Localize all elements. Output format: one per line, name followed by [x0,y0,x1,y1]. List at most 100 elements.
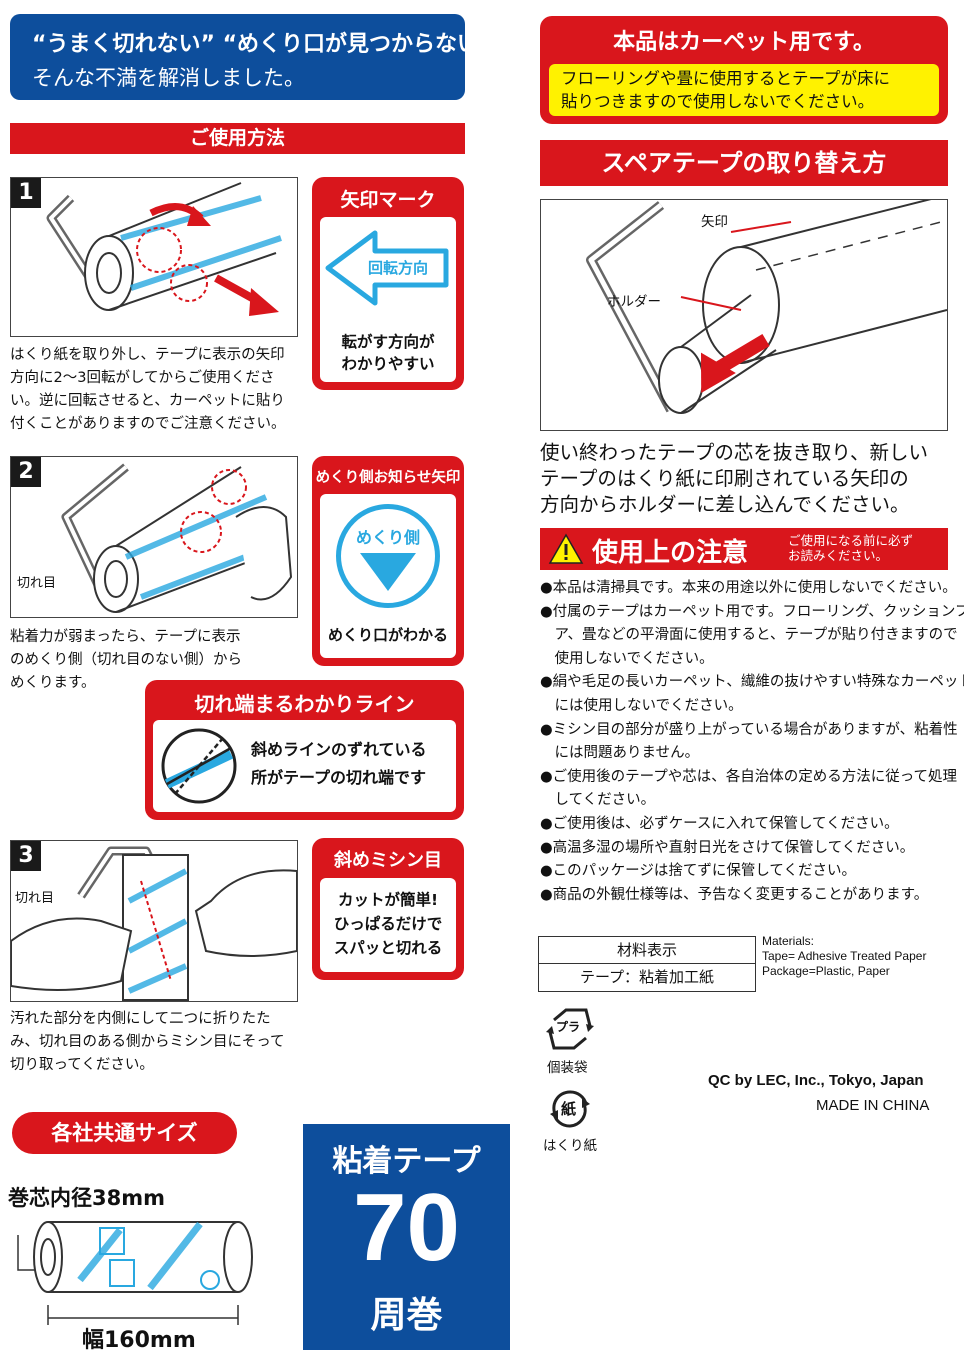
tape-length-number: 70 [353,1174,460,1281]
cut-line-title: 切れ端まるわかりライン [194,692,415,716]
arrow-label: 矢印 [701,214,728,230]
caution-item-line: してください。 [540,792,656,809]
maker-line-2: MADE IN CHINA [816,1097,930,1114]
description-line: 付くことがありますのでご注意ください。 [10,416,286,432]
materials-value: テープ：粘着加工紙 [579,968,715,986]
callout-title: 矢印マーク [340,189,436,211]
callout-text: めくり口がわかる [327,626,448,644]
size-badge: 各社共通サイズ [12,1112,237,1154]
plastic-mark-text: プラ [556,1020,581,1034]
carpet-notice-title: 本品はカーペット用です。 [613,30,875,55]
cut-line-text-line: 斜めラインのずれている [251,740,427,759]
width-label: 幅160mm [82,1328,196,1353]
caution-item-line: ●ミシン目の部分が盛り上がっている場合がありますが、粘着性 [540,721,958,738]
callout-line: わかりやすい [341,355,435,373]
caution-item: ●ご使用後のテープや芯は、各自治体の定める方法に従って処理 してください。 [540,766,964,813]
step-2-description: 粘着力が弱まったら、テープに表示 のめくり側（切れ目のない側）から めくります。 [10,626,242,695]
step-number: 2 [11,457,41,487]
paper-recycle-icon [550,1090,590,1128]
rotation-arrow-icon [325,230,449,306]
callout-title: めくり側お知らせ矢印 [315,470,461,486]
description-line: はくり紙を取り外し、テープに表示の矢印 [10,347,285,363]
caution-item-line: ●本品は清掃具です。本来の用途以外に使用しないでください。 [540,580,957,596]
caution-item: ●絹や毛足の長いカーペット、繊維の抜けやすい特殊なカーペット には使用しないでく… [540,671,964,718]
peel-illustration [61,463,293,613]
step-3-illustration: 3 切れ目 [10,840,298,1002]
callout-text: 転がす方向が わかりやすい [320,331,456,375]
materials-english: Materials: Tape= Adhesive Treated Paper … [762,934,926,979]
carpet-notice-line: フローリングや畳に使用するとテープが床に [561,69,891,88]
rotation-label: 回転方向 [368,259,429,277]
tape-label: 粘着テープ [332,1144,481,1179]
paper-mark-text: 紙 [561,1100,577,1118]
down-triangle-icon [360,553,416,591]
caution-item: ●このパッケージは捨てずに保管してください。 [540,860,964,884]
cut-line-text: 斜めラインのずれている 所がテープの切れ端です [251,736,427,792]
description-line: めくります。 [10,675,96,691]
description-line: のめくり側（切れ目のない側）から [10,652,242,668]
step-number: 1 [11,178,41,208]
caution-item-line: ●絹や毛足の長いカーペット、繊維の抜けやすい特殊なカーペット [540,674,964,691]
replace-text-line: 使い終わったテープの芯を抜き取り、新しい [540,441,929,464]
caution-item-line: ●付属のテープはカーペット用です。フローリング、クッションフロ [540,603,964,620]
callout-text: カットが簡単! ひっぱるだけで スパッと切れる [320,888,456,960]
callout-line: 転がす方向が [341,333,435,351]
description-line: み、切れ目のある側からミシン目にそって [10,1034,285,1050]
callout-line: スパッと切れる [333,939,443,957]
tear-illustration [11,846,297,1001]
warning-icon [548,533,584,564]
step-number: 3 [11,841,41,871]
usage-title: ご使用方法 [10,123,465,154]
callout-line: カットが簡単! [337,891,439,909]
step-1-description: はくり紙を取り外し、テープに表示の矢印 方向に2～3回転がしてからご使用くださ … [10,344,286,436]
caution-subtitle: ご使用になる前に必ず お読みください。 [788,533,913,563]
caution-item: ●高温多湿の場所や直射日光をさけて保管してください。 [540,837,964,861]
caution-item: ●ご使用後は、必ずケースに入れて保管してください。 [540,813,964,837]
materials-table: 材料表示 テープ：粘着加工紙 [538,936,756,992]
carpet-notice-line: 貼りつきますので使用しないでください。 [561,92,875,111]
arrow-mark-callout: 矢印マーク 回転方向 転がす方向が わかりやすい [312,177,464,390]
caution-item-line: ●ご使用後は、必ずケースに入れて保管してください。 [540,815,899,832]
materials-header: 材料表示 [539,937,755,964]
paper-label: はくり紙 [543,1138,597,1154]
caution-item: ●付属のテープはカーペット用です。フローリング、クッションフロ ア、畳などの平滑… [540,601,964,672]
cut-label: 切れ目 [15,891,55,906]
replace-text-line: 方向からホルダーに差し込んでください。 [540,493,910,516]
caution-item: ●ミシン目の部分が盛り上がっている場合がありますが、粘着性 には問題ありません。 [540,719,964,766]
caution-item-line: には問題ありません。 [540,745,700,762]
caution-item-line: 使用しないでください。 [540,650,714,667]
holder-illustration [586,200,947,414]
caution-title: 使用上の注意 [592,538,749,568]
cut-label: 切れ目 [17,576,57,591]
caution-item-line: ア、畳などの平滑面に使用すると、テープが貼り付きますので [540,627,958,644]
materials-english-line: Package=Plastic, Paper [762,964,890,978]
tape-unit: 周巻 [370,1295,443,1336]
description-line: 汚れた部分を内側にして二つに折りたた [10,1011,271,1027]
step-2-illustration: 2 切れ目 [10,456,298,618]
carpet-notice: 本品はカーペット用です。 フローリングや畳に使用するとテープが床に 貼りつきます… [540,16,948,124]
replace-text-line: テープのはくり紙に印刷されている矢印の [540,467,909,490]
headline-banner: “うまく切れない” “めくり口が見つからない” そんな不満を解消しました。 [10,14,494,100]
description-line: 粘着力が弱まったら、テープに表示 [10,629,241,645]
roll-size-diagram [17,1221,253,1325]
replace-illustration: 矢印 ホルダー [540,199,948,431]
roller-illustration [46,182,282,316]
caution-item-line: ●商品の外観仕様等は、予告なく変更することがあります。 [540,886,929,903]
diagonal-line-icon [161,728,237,804]
plastic-recycle-icon [546,1008,594,1050]
carpet-notice-text: フローリングや畳に使用するとテープが床に 貼りつきますので使用しないでください。 [561,67,890,113]
caution-subtitle-line: ご使用になる前に必ず [788,533,914,548]
perforation-callout: 斜めミシン目 カットが簡単! ひっぱるだけで スパッと切れる [312,838,464,980]
caution-subtitle-line: お読みください。 [788,548,889,563]
replace-title: スペアテープの取り替え方 [540,140,948,186]
headline-line-2: そんな不満を解消しました。 [32,66,305,90]
step-3-description: 汚れた部分を内側にして二つに折りたた み、切れ目のある側からミシン目にそって 切… [10,1008,284,1077]
caution-item-line: ●このパッケージは捨てずに保管してください。 [540,863,856,880]
materials-english-line: Materials: [762,934,815,948]
holder-label: ホルダー [607,294,661,310]
callout-line: ひっぱるだけで [333,915,443,933]
materials-english-line: Tape= Adhesive Treated Paper [762,949,927,963]
tape-length-panel: 粘着テープ 70 周巻 [303,1124,510,1350]
caution-item: ●商品の外観仕様等は、予告なく変更することがあります。 [540,884,964,908]
cut-line-text-line: 所がテープの切れ端です [251,768,427,787]
